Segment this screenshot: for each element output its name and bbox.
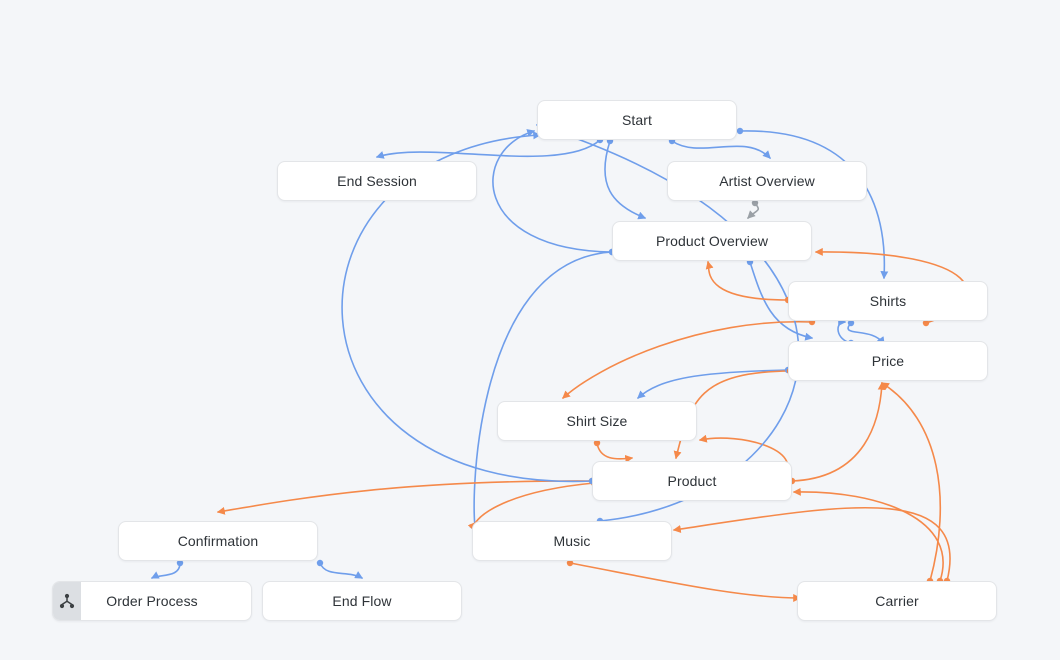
- node-artist-overview[interactable]: Artist Overview: [667, 161, 867, 201]
- node-start[interactable]: Start: [537, 100, 737, 140]
- edge: [596, 442, 634, 463]
- node-confirmation[interactable]: Confirmation: [118, 521, 318, 561]
- edge-source-dot: [316, 559, 324, 567]
- node-carrier[interactable]: Carrier: [797, 581, 997, 621]
- node-label: Artist Overview: [719, 173, 815, 189]
- edge: [705, 260, 789, 301]
- edge-source-dot: [736, 127, 744, 135]
- node-label: Start: [621, 112, 653, 128]
- node-end-session[interactable]: End Session: [277, 161, 477, 201]
- node-shirt-size[interactable]: Shirt Size: [497, 401, 697, 441]
- node-order-process[interactable]: Order Process: [52, 581, 252, 621]
- edge: [672, 506, 951, 582]
- node-label: Order Process: [106, 593, 198, 609]
- node-label: Confirmation: [177, 533, 259, 549]
- node-shirts[interactable]: Shirts: [788, 281, 988, 321]
- node-product-overview[interactable]: Product Overview: [612, 221, 812, 261]
- edge: [319, 562, 364, 579]
- edge: [792, 487, 944, 582]
- edge: [150, 562, 181, 579]
- edge: [791, 381, 886, 482]
- node-label: End Flow: [332, 593, 392, 609]
- node-label: Price: [871, 353, 905, 369]
- node-music[interactable]: Music: [472, 521, 672, 561]
- edge: [492, 129, 613, 253]
- edge: [747, 202, 760, 219]
- node-label: End Session: [337, 173, 417, 189]
- node-end-flow[interactable]: End Flow: [262, 581, 462, 621]
- subflow-icon: [53, 582, 81, 620]
- node-label: Carrier: [875, 593, 919, 609]
- node-product[interactable]: Product: [592, 461, 792, 501]
- node-label: Product: [667, 473, 717, 489]
- edge: [604, 140, 647, 220]
- edge: [569, 562, 802, 602]
- node-label: Music: [553, 533, 591, 549]
- node-label: Shirt Size: [566, 413, 628, 429]
- node-label: Shirts: [869, 293, 907, 309]
- edge: [375, 139, 601, 159]
- edge: [562, 321, 813, 399]
- edge: [216, 480, 593, 515]
- node-price[interactable]: Price: [788, 341, 988, 381]
- edge: [837, 318, 852, 344]
- edge: [637, 369, 789, 399]
- edge: [880, 382, 942, 582]
- node-label: Product Overview: [655, 233, 769, 249]
- edge: [671, 140, 771, 159]
